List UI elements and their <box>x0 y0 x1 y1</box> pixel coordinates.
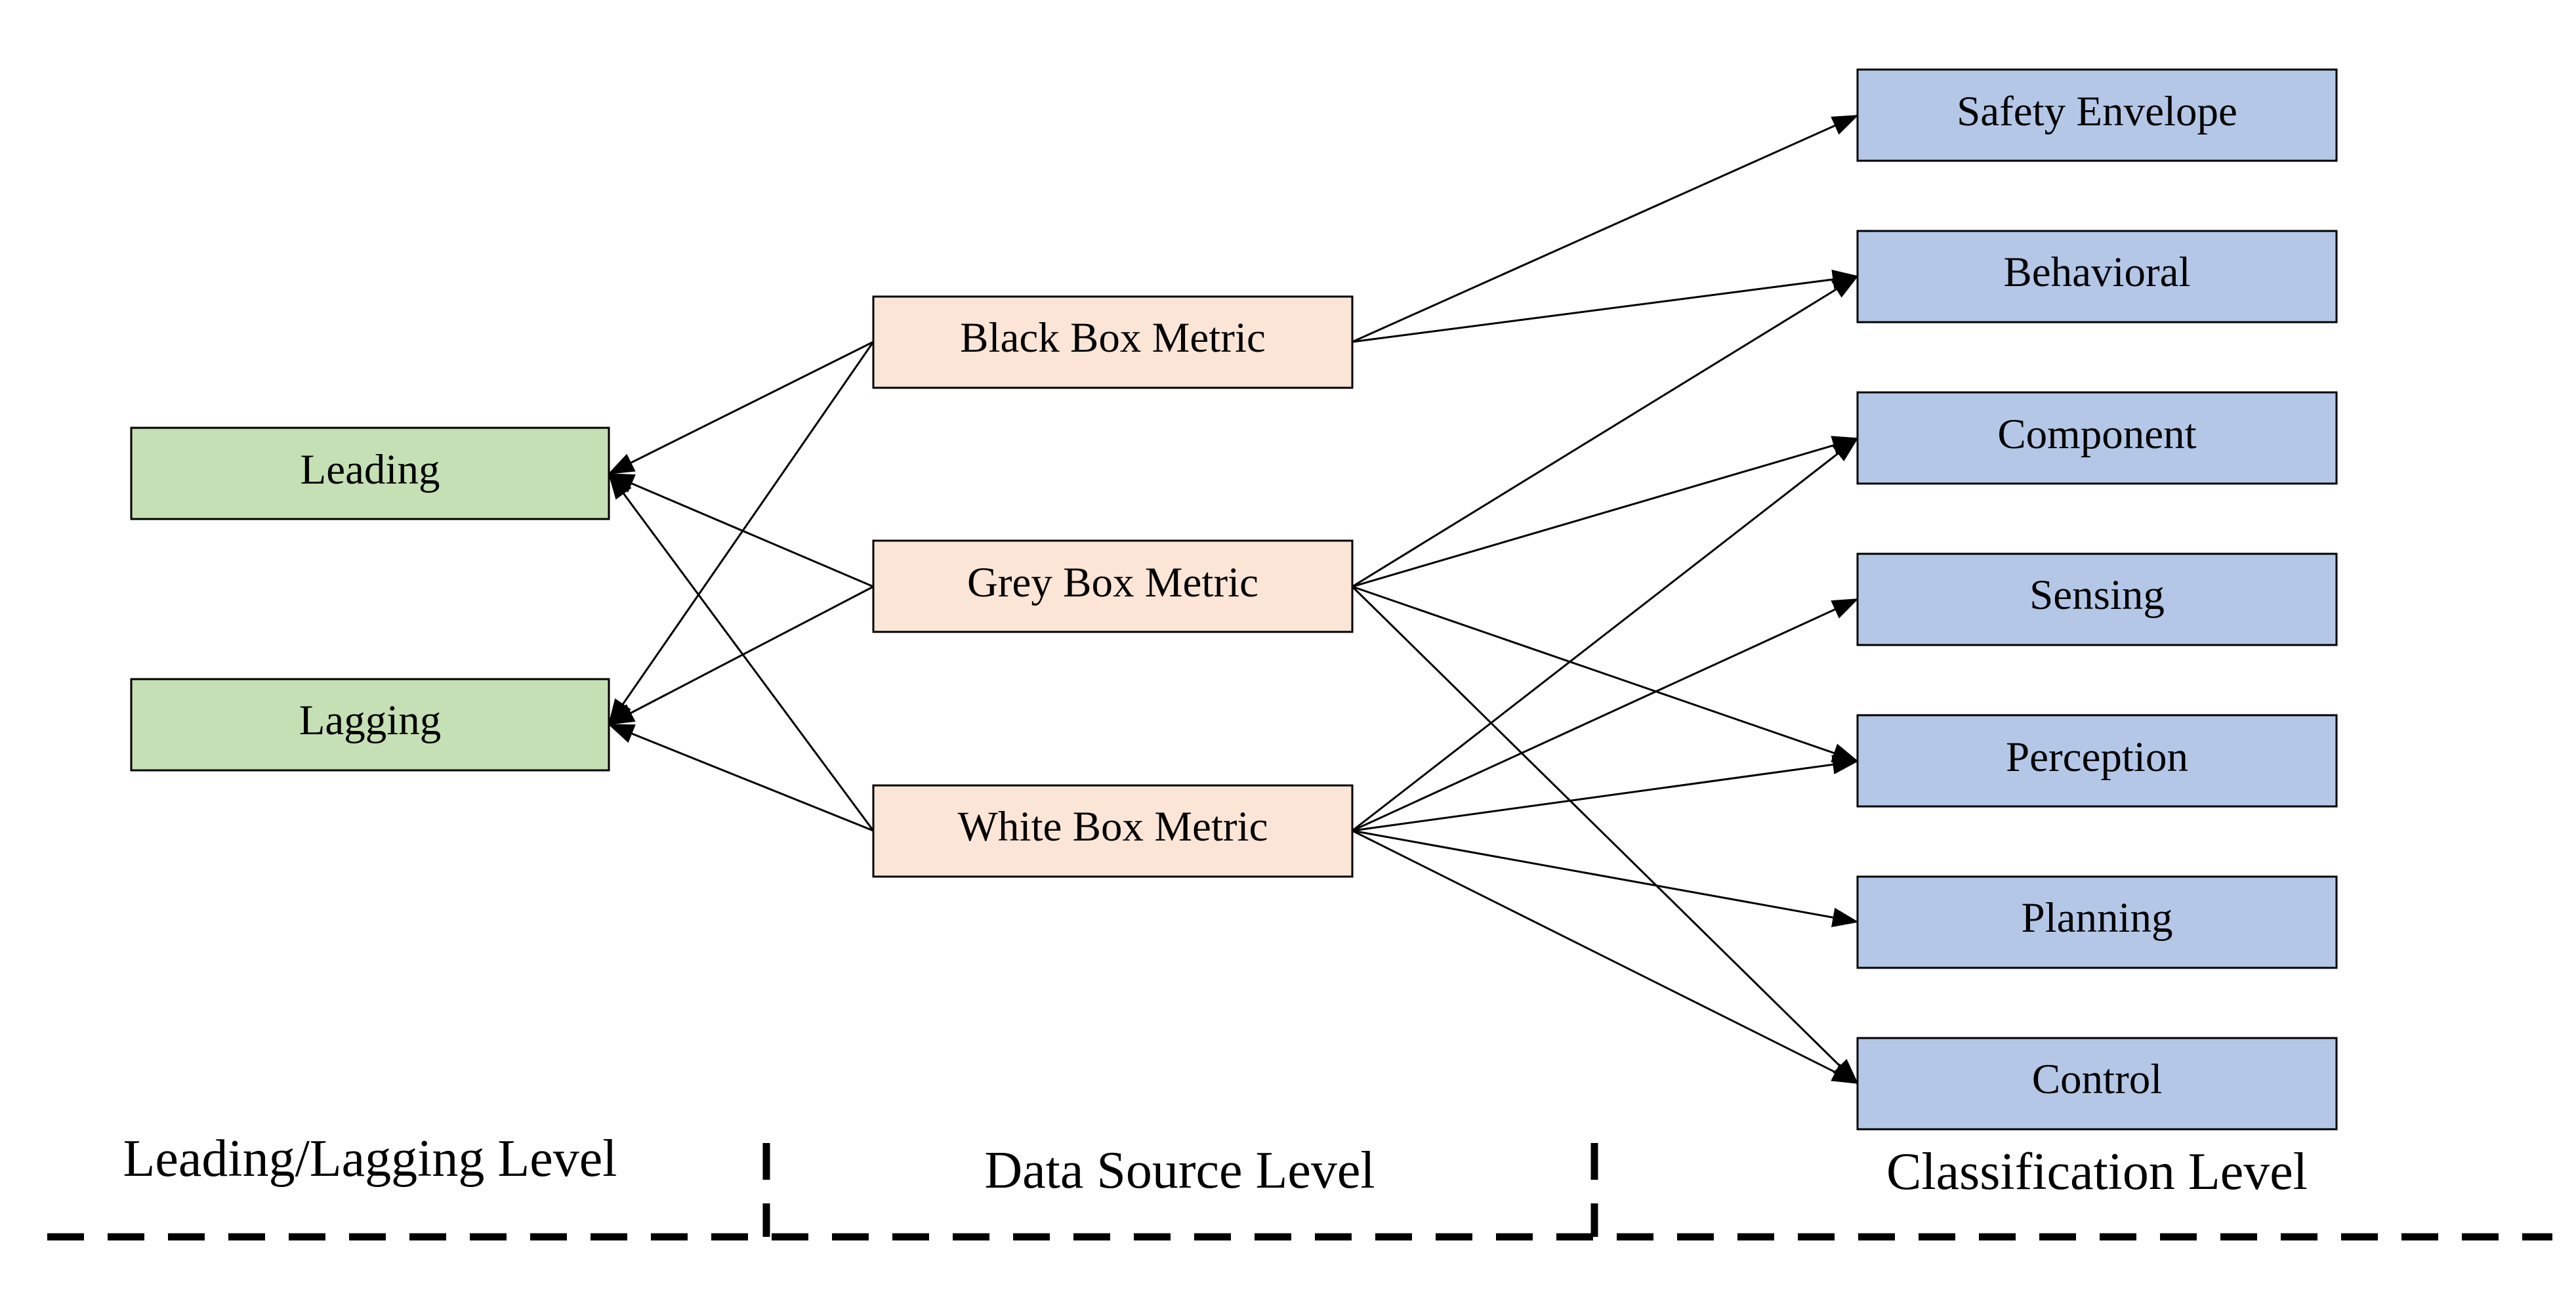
edge-black-box-to-lagging <box>608 341 875 726</box>
node-lagging: Lagging <box>130 678 610 772</box>
node-safety-envelope-label: Safety Envelope <box>1957 88 2237 135</box>
node-control-label: Control <box>2032 1056 2163 1103</box>
edge-grey-box-to-control <box>1351 585 1859 1085</box>
node-component: Component <box>1856 391 2338 485</box>
edge-grey-box-to-lagging <box>608 585 874 726</box>
node-grey-box-metric: Grey Box Metric <box>872 539 1354 633</box>
node-lagging-label: Lagging <box>299 697 442 744</box>
level-label-classification: Classification Level <box>1886 1143 2308 1201</box>
node-leading-label: Leading <box>301 446 440 493</box>
node-planning: Planning <box>1856 875 2338 969</box>
edge-black-box-to-behavioral <box>1352 270 1859 343</box>
node-white-box-metric-label: White Box Metric <box>958 803 1268 850</box>
edge-white-box-to-lagging <box>608 723 874 832</box>
edge-white-box-to-perception <box>1352 755 1859 832</box>
node-behavioral-label: Behavioral <box>2003 249 2190 296</box>
edge-grey-box-to-leading <box>608 472 874 588</box>
node-sensing-label: Sensing <box>2029 572 2165 619</box>
node-sensing: Sensing <box>1856 552 2338 646</box>
node-perception: Perception <box>1856 714 2338 808</box>
node-control: Control <box>1856 1037 2338 1131</box>
node-black-box-metric-label: Black Box Metric <box>960 314 1266 362</box>
edge-grey-box-to-component <box>1352 436 1859 588</box>
edge-black-box-to-safety-envelope <box>1352 114 1859 343</box>
edge-white-box-to-sensing <box>1352 598 1859 832</box>
node-white-box-metric: White Box Metric <box>872 784 1354 878</box>
edge-white-box-to-component <box>1352 437 1859 832</box>
node-grey-box-metric-label: Grey Box Metric <box>967 559 1258 606</box>
edge-black-box-to-leading <box>608 341 874 475</box>
node-leading: Leading <box>130 427 610 520</box>
level-dividers <box>47 1143 2552 1241</box>
edge-grey-box-to-perception <box>1352 585 1859 762</box>
node-behavioral: Behavioral <box>1856 230 2338 323</box>
node-perception-label: Perception <box>2006 734 2188 781</box>
level-label-leading-lagging: Leading/Lagging Level <box>123 1130 617 1188</box>
level-label-data-source: Data Source Level <box>984 1142 1375 1199</box>
node-component-label: Component <box>1997 411 2196 458</box>
edge-grey-box-to-behavioral <box>1352 275 1859 588</box>
node-planning-label: Planning <box>2021 894 2172 942</box>
edge-white-box-to-leading <box>608 472 875 831</box>
node-black-box-metric: Black Box Metric <box>872 295 1354 389</box>
edge-group <box>608 114 1859 1085</box>
edge-white-box-to-planning <box>1352 829 1859 928</box>
node-safety-envelope: Safety Envelope <box>1856 68 2338 162</box>
edge-white-box-to-control <box>1352 829 1859 1085</box>
